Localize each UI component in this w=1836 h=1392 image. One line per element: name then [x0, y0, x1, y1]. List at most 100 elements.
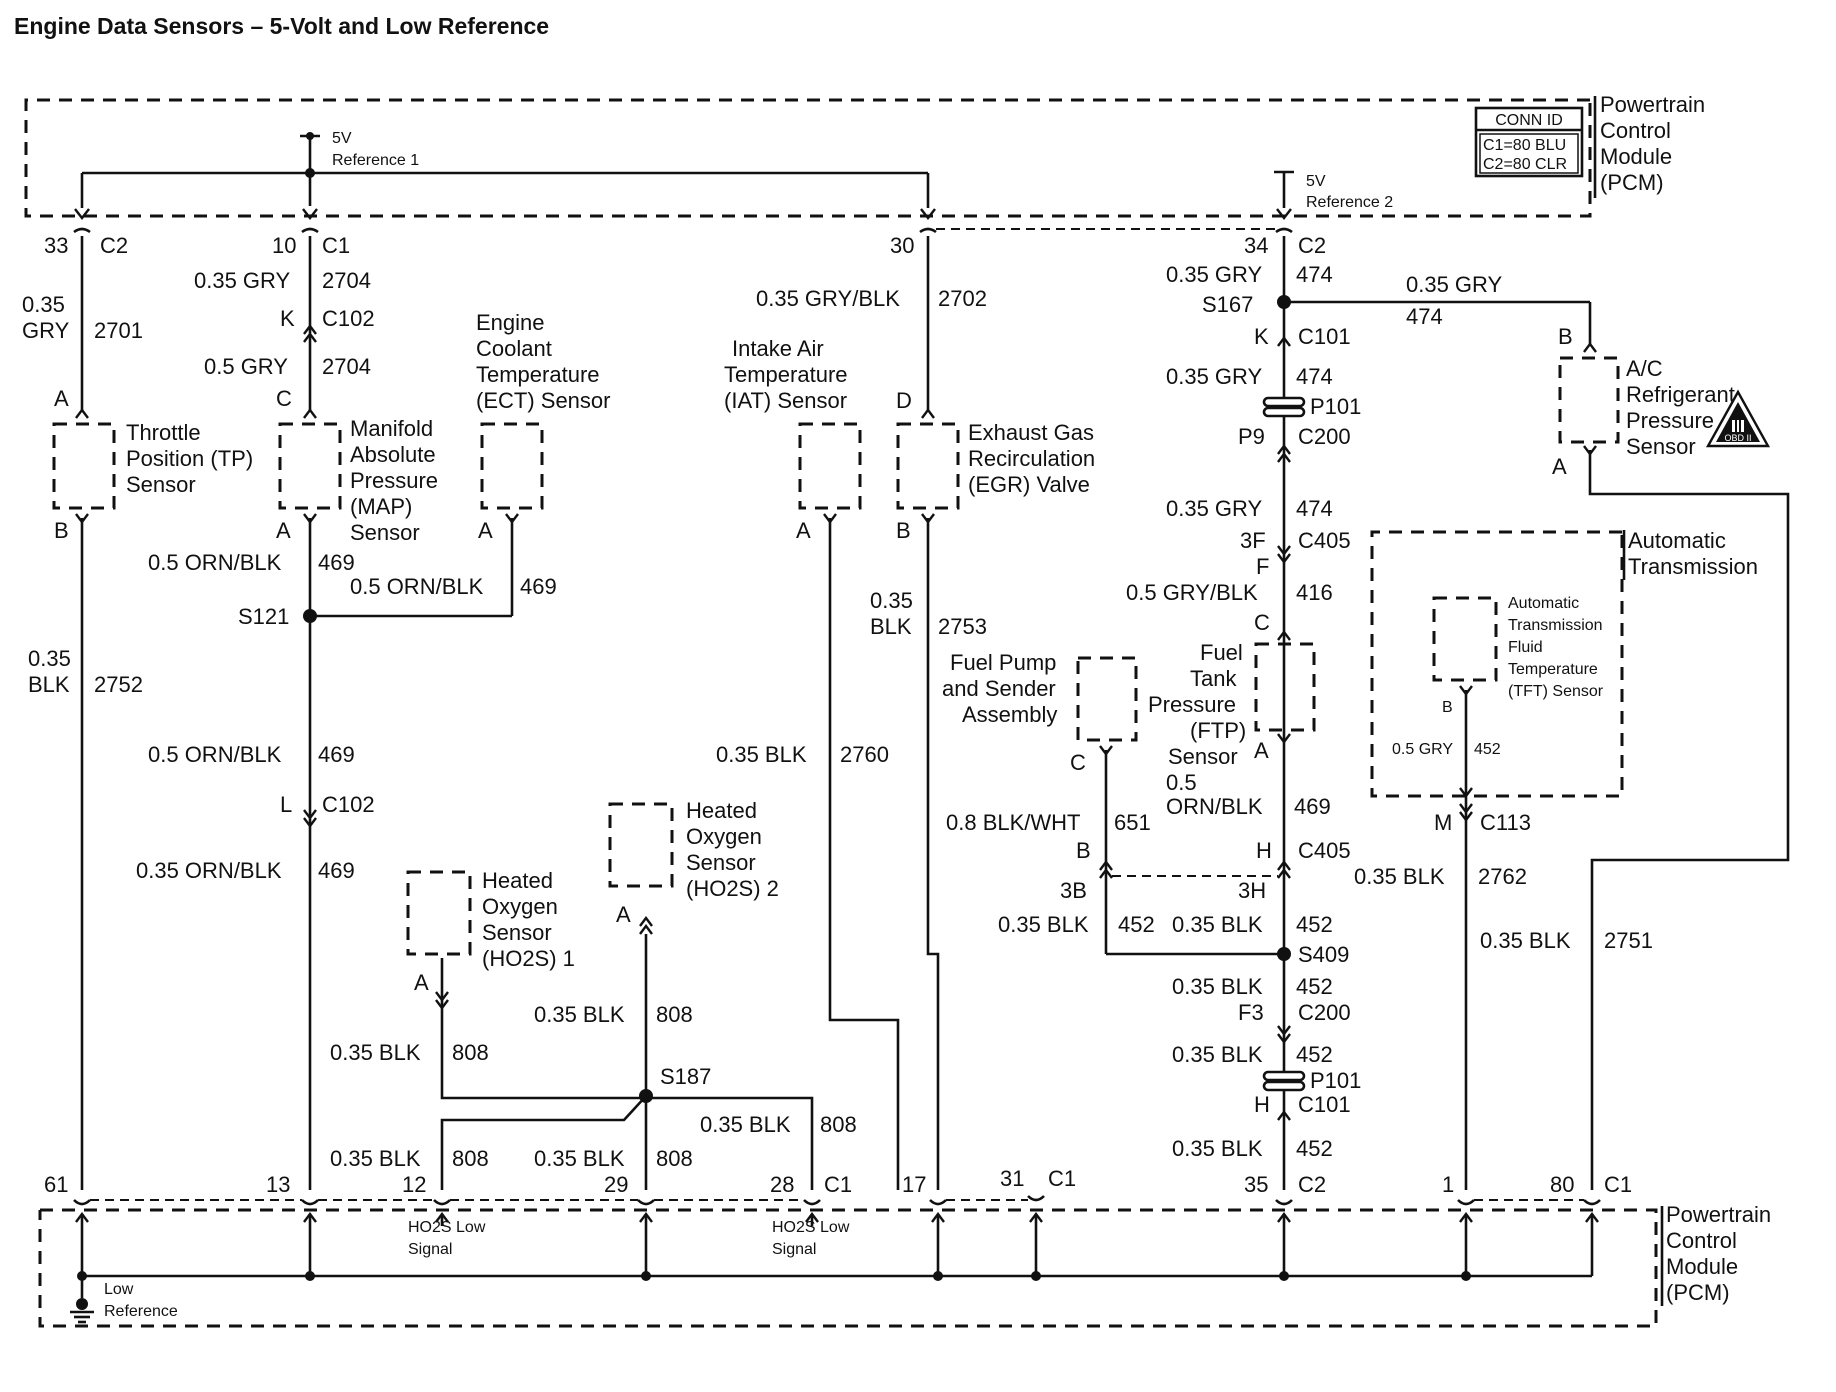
c102-cav-l: L [280, 792, 292, 817]
w474-ac-gauge: 0.35 GRY [1406, 272, 1503, 297]
w474-ac-circuit: 474 [1406, 304, 1443, 329]
ftp-cav-a: A [1254, 738, 1269, 763]
iat-label-2: Temperature [724, 362, 848, 387]
w452-gauge-3: 0.35 BLK [1172, 974, 1263, 999]
ftp-label-4: (FTP) [1190, 718, 1246, 743]
w474-gauge-3: 0.35 GRY [1166, 496, 1263, 521]
egr-cav-d: D [896, 388, 912, 413]
w469-ftp-gauge-2: ORN/BLK [1166, 794, 1263, 819]
ho2s2-label-3: Sensor [686, 850, 756, 875]
ho2s2-cav-a: A [616, 902, 631, 927]
trans-label-1: Automatic [1628, 528, 1726, 553]
trans-label-2: Transmission [1628, 554, 1758, 579]
c405-cav-3b: 3B [1060, 878, 1087, 903]
pin-28: 28 [770, 1172, 794, 1197]
top-pins: 33 C2 10 C1 30 34 C2 [44, 227, 1326, 258]
map-cav-c: C [276, 386, 292, 411]
w474-circuit-1: 474 [1296, 262, 1333, 287]
w651-circuit: 651 [1114, 810, 1151, 835]
ac-cav-a: A [1552, 454, 1567, 479]
w474-gauge-2: 0.35 GRY [1166, 364, 1263, 389]
splice-s121-label: S121 [238, 604, 289, 629]
ho2s-low-1-line1: HO2S Low [408, 1219, 486, 1236]
w469-ftp-circuit: 469 [1294, 794, 1331, 819]
w2704b-gauge: 0.5 GRY [204, 354, 288, 379]
c102-bottom: C102 [322, 792, 375, 817]
tft-label-2: Transmission [1508, 617, 1603, 634]
ho2s1-label-4: (HO2S) 1 [482, 946, 575, 971]
w452-gauge-5: 0.35 BLK [1172, 1136, 1263, 1161]
five-volt-reference-1: 5V Reference 1 [80, 130, 930, 208]
w2762-gauge: 0.35 BLK [1354, 864, 1445, 889]
ac-cav-b: B [1558, 324, 1573, 349]
c101-bottom: C101 [1298, 1092, 1351, 1117]
pin-28-conn: C1 [824, 1172, 852, 1197]
fuel-pump-label-2: and Sender [942, 676, 1056, 701]
map-label-4: (MAP) [350, 494, 412, 519]
low-ref-line1: Low [104, 1281, 134, 1298]
tft-label-1: Automatic [1508, 595, 1579, 612]
conn-id-c1: C1=80 BLU [1483, 137, 1566, 154]
ho2s-2: Heated Oxygen Sensor (HO2S) 2 A 0.35 BLK… [330, 798, 857, 1190]
tp-cav-b: B [54, 518, 69, 543]
c200-top: C200 [1298, 424, 1351, 449]
w808-circuit-5: 808 [820, 1112, 857, 1137]
w2704-circuit: 2704 [322, 268, 371, 293]
pcm-top-box [24, 98, 1592, 218]
ref1-5v: 5V [332, 130, 352, 147]
w808-circuit-3: 808 [452, 1146, 489, 1171]
ftp-sensor: A Fuel Tank Pressure (FTP) Sensor 0.5 OR… [1148, 640, 1331, 819]
w2702-gauge: 0.35 GRY/BLK [756, 286, 900, 311]
p101-top: P101 [1310, 394, 1361, 419]
pcm-label-line3: Module [1600, 144, 1672, 169]
low-ref-line2: Reference [104, 1303, 178, 1320]
conn-id-c2: C2=80 CLR [1483, 156, 1567, 173]
pin-31: 31 [1000, 1166, 1024, 1191]
tft-label-4: Temperature [1508, 661, 1598, 678]
w469-circuit-2: 469 [520, 574, 557, 599]
c113-cav-m: M [1434, 810, 1452, 835]
egr-label-2: Recirculation [968, 446, 1095, 471]
ftp-label-3: Pressure [1148, 692, 1236, 717]
splice-s409-label: S409 [1298, 942, 1349, 967]
c405-cav-b: B [1076, 838, 1091, 863]
tp-label-3: Sensor [126, 472, 196, 497]
obd-badge-text: OBD II [1724, 433, 1751, 443]
ftp-label-2: Tank [1190, 666, 1237, 691]
w469-circuit-1: 469 [318, 550, 355, 575]
pin-1: 1 [1442, 1172, 1454, 1197]
pin-34-conn: C2 [1298, 233, 1326, 258]
tft-label-5: (TFT) Sensor [1508, 683, 1604, 700]
pcm-label-b4: (PCM) [1666, 1280, 1730, 1305]
c405-top: C405 [1298, 528, 1351, 553]
w452-gauge-1: 0.35 BLK [998, 912, 1089, 937]
w808-gauge-3: 0.35 BLK [330, 1146, 421, 1171]
ho2s2-label-1: Heated [686, 798, 757, 823]
ect-label-2: Coolant [476, 336, 552, 361]
ref2-5v: 5V [1306, 173, 1326, 190]
map-label-5: Sensor [350, 520, 420, 545]
pin-34: 34 [1244, 233, 1268, 258]
tft-cav-b: B [1442, 699, 1453, 716]
c102-cav-k: K [280, 306, 295, 331]
pin-13: 13 [266, 1172, 290, 1197]
w469-circuit-3: 469 [318, 742, 355, 767]
ho2s2-label-4: (HO2S) 2 [686, 876, 779, 901]
egr-valve: 0.35 GRY/BLK 2702 D B Exhaust Gas Recirc… [756, 236, 1095, 1190]
pcm-label-b1: Powertrain [1666, 1202, 1771, 1227]
w452-circuit-2: 452 [1296, 912, 1333, 937]
w2752-gauge-2: BLK [28, 672, 70, 697]
ftp-cav-c: C [1254, 610, 1270, 635]
c405-cav-h: H [1256, 838, 1272, 863]
splice-s187-label: S187 [660, 1064, 711, 1089]
obd-ii-badge: OBD II [1705, 389, 1771, 448]
map-label-2: Absolute [350, 442, 436, 467]
w2704b-circuit: 2704 [322, 354, 371, 379]
w2760-circuit: 2760 [840, 742, 889, 767]
w808-circuit-4: 808 [656, 1146, 693, 1171]
fuel-pump-box [1076, 656, 1138, 742]
c113-label: C113 [1480, 810, 1531, 835]
ac-label-4: Sensor [1626, 434, 1696, 459]
w2752-circuit: 2752 [94, 672, 143, 697]
